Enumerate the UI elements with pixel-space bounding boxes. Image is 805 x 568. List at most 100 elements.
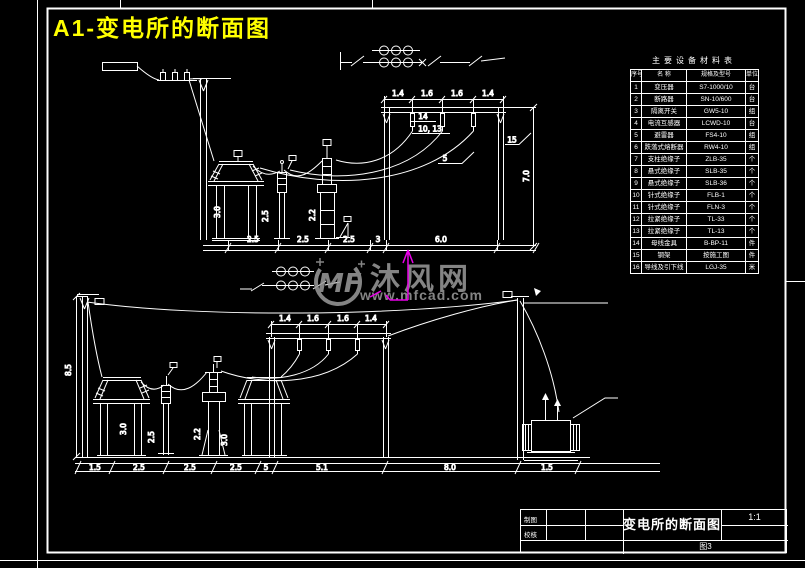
callout-label: 14 [418, 112, 428, 121]
table-row: 2 断路器 SN-10/600 台 [630, 93, 759, 106]
cell-spec: TL-33 [686, 213, 746, 226]
cell-unit: 台 [745, 93, 759, 106]
col-header-unit: 单位 [745, 69, 759, 82]
cell-spec: ZLB-35 [686, 153, 746, 166]
cell-unit: 件 [745, 249, 759, 262]
cell-no: 6 [630, 141, 642, 154]
cell-name: 母线金具 [641, 237, 687, 250]
schematic-line-middle [240, 266, 341, 292]
table-row: 8 悬式绝缘子 SLB-35 个 [630, 165, 759, 178]
figure-number: 图3 [699, 542, 712, 551]
dim-label: 1.4 [279, 314, 291, 323]
dim-label: 2.5 [247, 235, 259, 244]
col-header-spec: 规格及型号 [686, 69, 746, 82]
drawing-scale: 1:1 [748, 512, 761, 522]
callout-label: 10, 13 [418, 125, 442, 134]
cell-unit: 米 [745, 261, 759, 274]
cell-spec: LGJ-35 [686, 261, 746, 274]
cell-no: 7 [630, 153, 642, 166]
dim-label: 1.5 [541, 463, 553, 472]
cell-name: 避雷器 [641, 129, 687, 142]
dim-label: 3.0 [220, 434, 229, 446]
filled-marks [534, 288, 561, 406]
dim-label: 2.5 [147, 431, 156, 443]
cell-unit: 组 [745, 105, 759, 118]
equipment-table: 主要设备材料表 序号 名 称 规格及型号 单位 1 变压器 S7-1000/10… [630, 55, 759, 274]
drawn-by-label: 制图 [524, 517, 537, 524]
cell-unit: 个 [745, 201, 759, 214]
cell-unit: 个 [745, 225, 759, 238]
dim-label: 2.5 [297, 235, 309, 244]
title-block: 制图 校核 变电所的断面图 1:1 图3 [520, 509, 788, 554]
cell-name: 针式绝缘子 [641, 201, 687, 214]
cell-spec: S7-1000/10 [686, 81, 746, 94]
cell-spec: SLB-35 [686, 165, 746, 178]
cell-spec: FLN-3 [686, 201, 746, 214]
cell-no: 4 [630, 117, 642, 130]
dim-label: 2.2 [193, 428, 202, 440]
cell-no: 5 [630, 129, 642, 142]
cell-name: 针式绝缘子 [641, 189, 687, 202]
dim-label: 1.6 [337, 314, 349, 323]
equipment-table-header: 序号 名 称 规格及型号 单位 [630, 69, 759, 82]
cell-unit: 组 [745, 141, 759, 154]
cell-name: 悬式绝缘子 [641, 177, 687, 190]
cell-name: 隔离开关 [641, 105, 687, 118]
table-row: 10 针式绝缘子 FLB-1 个 [630, 189, 759, 202]
cell-spec: SN-10/600 [686, 93, 746, 106]
table-row: 1 变压器 S7-1000/10 台 [630, 81, 759, 94]
section-view-1: 1.4 1.6 1.6 1.4 2.5 2.5 2.5 3 6.0 3.0 2.… [102, 62, 540, 254]
dim-label: 2.5 [133, 463, 145, 472]
dim-label: 2.5 [230, 463, 242, 472]
cell-unit: 个 [745, 153, 759, 166]
cell-name: 拉紧绝缘子 [641, 225, 687, 238]
dim-label: 2.2 [308, 209, 317, 221]
drawing-title: 变电所的断面图 [623, 517, 722, 532]
callout-label: 5 [443, 154, 448, 163]
dim-label: 3 [376, 235, 381, 244]
cell-no: 13 [630, 225, 642, 238]
equipment-table-title: 主要设备材料表 [652, 56, 736, 65]
cell-spec: B-BP-11 [686, 237, 746, 250]
cell-unit: 个 [745, 177, 759, 190]
cell-no: 2 [630, 93, 642, 106]
cell-spec: LCWD-10 [686, 117, 746, 130]
table-row: 7 支柱绝缘子 ZLB-35 个 [630, 153, 759, 166]
table-row: 15 钢架 按施工图 件 [630, 249, 759, 262]
table-row: 9 悬式绝缘子 SLB-36 个 [630, 177, 759, 190]
dim-label: 2.5 [261, 210, 270, 222]
cell-unit: 个 [745, 213, 759, 226]
cell-spec: RW4-10 [686, 141, 746, 154]
cell-unit: 组 [745, 129, 759, 142]
table-row: 14 母线金具 B-BP-11 件 [630, 237, 759, 250]
schematic-line-top [340, 45, 506, 70]
table-row: 5 避雷器 FS4-10 组 [630, 129, 759, 142]
cell-no: 1 [630, 81, 642, 94]
cell-no: 14 [630, 237, 642, 250]
cell-spec: SLB-36 [686, 177, 746, 190]
cell-name: 变压器 [641, 81, 687, 94]
table-row: 3 隔离开关 GW5-10 组 [630, 105, 759, 118]
cell-name: 钢架 [641, 249, 687, 262]
dim-label: 5 [264, 463, 269, 472]
table-row: 13 拉紧绝缘子 TL-13 个 [630, 225, 759, 238]
dim-label: 1.4 [392, 89, 404, 98]
dim-label: 1.4 [365, 314, 377, 323]
cell-name: 支柱绝缘子 [641, 153, 687, 166]
dim-label: 1.4 [482, 89, 494, 98]
table-row: 12 拉紧绝缘子 TL-33 个 [630, 213, 759, 226]
dim-label: 2.5 [343, 235, 355, 244]
dim-label: 1.6 [307, 314, 319, 323]
dim-label: 1.6 [421, 89, 433, 98]
cell-spec: FS4-10 [686, 129, 746, 142]
cell-no: 8 [630, 165, 642, 178]
section-view-2: 1.4 1.6 1.6 1.4 1.5 2.5 2.5 2.5 5 5.1 8.… [64, 291, 660, 475]
dim-label: 1.6 [451, 89, 463, 98]
dim-label: 6.0 [435, 235, 447, 244]
cell-name: 跌落式熔断器 [641, 141, 687, 154]
col-header-no: 序号 [630, 69, 642, 82]
col-header-name: 名 称 [641, 69, 687, 82]
